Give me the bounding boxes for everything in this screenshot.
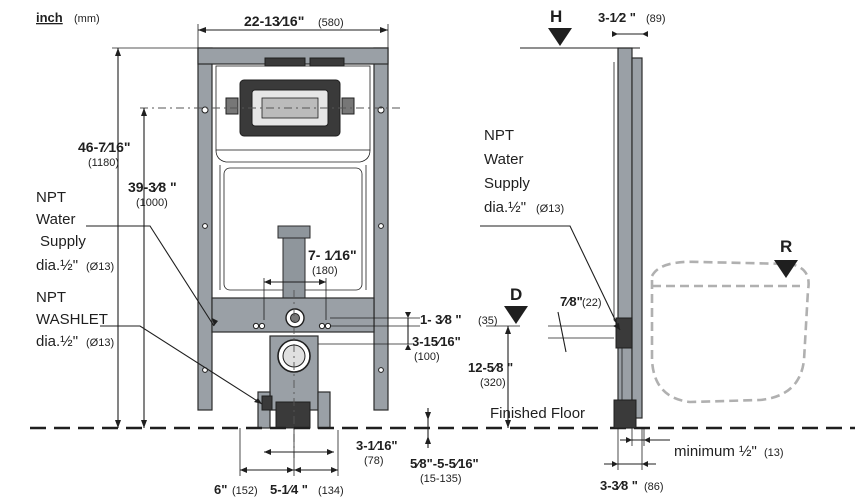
h-label: H (550, 7, 562, 26)
side-bottom-value: 3-3⁄8 " (600, 478, 638, 493)
toilet-bowl-outline (650, 260, 810, 404)
mount-height-dimension: 39-3⁄8 " (1000) (128, 108, 177, 428)
h-marker: H (520, 7, 640, 49)
washlet-callout: NPT WASHLET dia.½" (Ø13) (36, 289, 263, 405)
d1-value: 1- 3⁄8 " (420, 312, 462, 327)
bottom-a-mm: (152) (232, 485, 258, 497)
pipe-center-mm: (180) (312, 265, 338, 277)
npt-right-l1: NPT (484, 127, 514, 144)
side-top-value: 3-1⁄2 " (598, 10, 636, 25)
washlet-mm: (Ø13) (86, 337, 114, 349)
width-dimension: 22-13⁄16" (580) (197, 13, 389, 48)
minimum-dimension: minimum ½" (13) (620, 428, 784, 460)
d-label: D (510, 285, 522, 304)
washlet-l3: dia.½" (36, 333, 78, 350)
minimum-mm: (13) (764, 447, 784, 459)
units-label: inch (36, 10, 63, 25)
npt-right-callout: NPT Water Supply dia.½" (Ø13) (480, 127, 621, 331)
total-height-mm: (1180) (88, 157, 119, 169)
side-seven-eighths-dimension: 7⁄8" (22) (548, 294, 614, 353)
front-frame (197, 47, 389, 429)
d1-mm: (35) (478, 315, 498, 327)
pipe-center-dimension: 7- 1⁄16" (180) (263, 247, 357, 320)
floor-dimensions: 6" (152) 5-1⁄4 " (134) 3-1⁄16" (78) 5⁄8"… (214, 408, 479, 497)
mount-height-mm: (1000) (136, 197, 168, 209)
r-label: R (780, 237, 792, 256)
npt-left-mm: (Ø13) (86, 261, 114, 273)
width-mm: (580) (318, 17, 344, 29)
washlet-l1: NPT (36, 289, 66, 306)
d2-value: 3-15⁄16" (412, 334, 461, 349)
total-height-dimension: 46-7⁄16" (1180) (78, 47, 198, 428)
minimum-value: minimum ½" (674, 443, 757, 460)
d3-value: 12-5⁄8 " (468, 360, 513, 375)
side-bottom-dimension: 3-3⁄8 " (86) (600, 428, 664, 493)
d2-mm: (100) (414, 351, 440, 363)
npt-left-l1: NPT (36, 189, 66, 206)
width-value: 22-13⁄16" (244, 13, 304, 29)
npt-left-l3: Supply (40, 233, 86, 250)
side-top-dimension: 3-1⁄2 " (89) (598, 10, 666, 37)
r-marker: R (774, 237, 798, 278)
bottom-b-mm: (134) (318, 485, 344, 497)
npt-right-mm: (Ø13) (536, 203, 564, 215)
side-bottom-mm: (86) (644, 481, 664, 493)
npt-right-l3: Supply (484, 175, 530, 192)
bottom-a-value: 6" (214, 482, 227, 497)
npt-left-l4: dia.½" (36, 257, 78, 274)
d5-mm: (15-135) (420, 473, 462, 485)
d4-mm: (78) (364, 455, 384, 467)
side-seven-eighths-value: 7⁄8" (560, 294, 583, 309)
pipe-center-value: 7- 1⁄16" (308, 247, 357, 263)
washlet-l2: WASHLET (36, 311, 108, 328)
d4-value: 3-1⁄16" (356, 438, 398, 453)
npt-left-callout: NPT Water Supply dia.½" (Ø13) (36, 189, 218, 327)
npt-left-l2: Water (36, 211, 75, 228)
bottom-b-value: 5-1⁄4 " (270, 482, 308, 497)
side-top-mm: (89) (646, 13, 666, 25)
npt-right-l2: Water (484, 151, 523, 168)
finished-floor-label: Finished Floor (490, 405, 585, 422)
mount-height-value: 39-3⁄8 " (128, 179, 177, 195)
d3-mm: (320) (480, 377, 506, 389)
side-frame (613, 47, 643, 429)
units-mm-label: (mm) (74, 13, 100, 25)
total-height-value: 46-7⁄16" (78, 139, 131, 155)
d-marker: D (504, 285, 528, 324)
offset-dimensions: 1- 3⁄8 " (35) 3-15⁄16" (100) 12-5⁄8 " (3… (318, 312, 520, 428)
side-seven-eighths-mm: (22) (582, 297, 602, 309)
npt-right-l4: dia.½" (484, 199, 526, 216)
d5-value: 5⁄8"-5-5⁄16" (410, 456, 479, 471)
